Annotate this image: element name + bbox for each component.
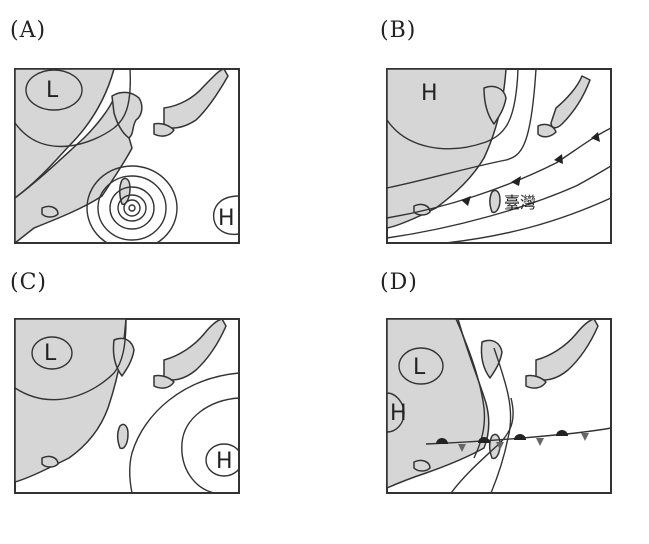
weather-map-c: L H bbox=[14, 318, 240, 494]
taiwan-island bbox=[489, 189, 501, 214]
korean-peninsula bbox=[111, 91, 143, 139]
korean-peninsula bbox=[480, 339, 503, 379]
high-pressure-symbol: H bbox=[218, 206, 235, 231]
japan-islands bbox=[163, 318, 227, 381]
japan-islands bbox=[535, 318, 599, 381]
taiwan-place-label: 臺灣 bbox=[504, 193, 536, 212]
taiwan-island bbox=[117, 423, 129, 450]
panel-b-label: (B) bbox=[380, 18, 417, 43]
cold-front bbox=[386, 127, 612, 219]
japan-islands bbox=[163, 68, 229, 129]
high-pressure-symbol: H bbox=[421, 81, 438, 106]
panel-d-label: (D) bbox=[380, 270, 418, 295]
high-pressure-symbol: H bbox=[390, 401, 407, 426]
low-pressure-symbol: L bbox=[44, 341, 57, 366]
weather-map-b: H 臺灣 bbox=[386, 68, 612, 244]
panel-a-label: (A) bbox=[10, 18, 47, 43]
weather-map-d: L H bbox=[386, 318, 612, 494]
low-pressure-symbol: L bbox=[413, 355, 426, 380]
panel-c-label: (C) bbox=[10, 270, 47, 295]
high-pressure-symbol: H bbox=[216, 449, 233, 474]
korean-peninsula bbox=[483, 85, 507, 125]
weather-map-a: L H bbox=[14, 68, 240, 244]
low-pressure-symbol: L bbox=[46, 78, 59, 103]
stationary-front bbox=[425, 427, 612, 445]
